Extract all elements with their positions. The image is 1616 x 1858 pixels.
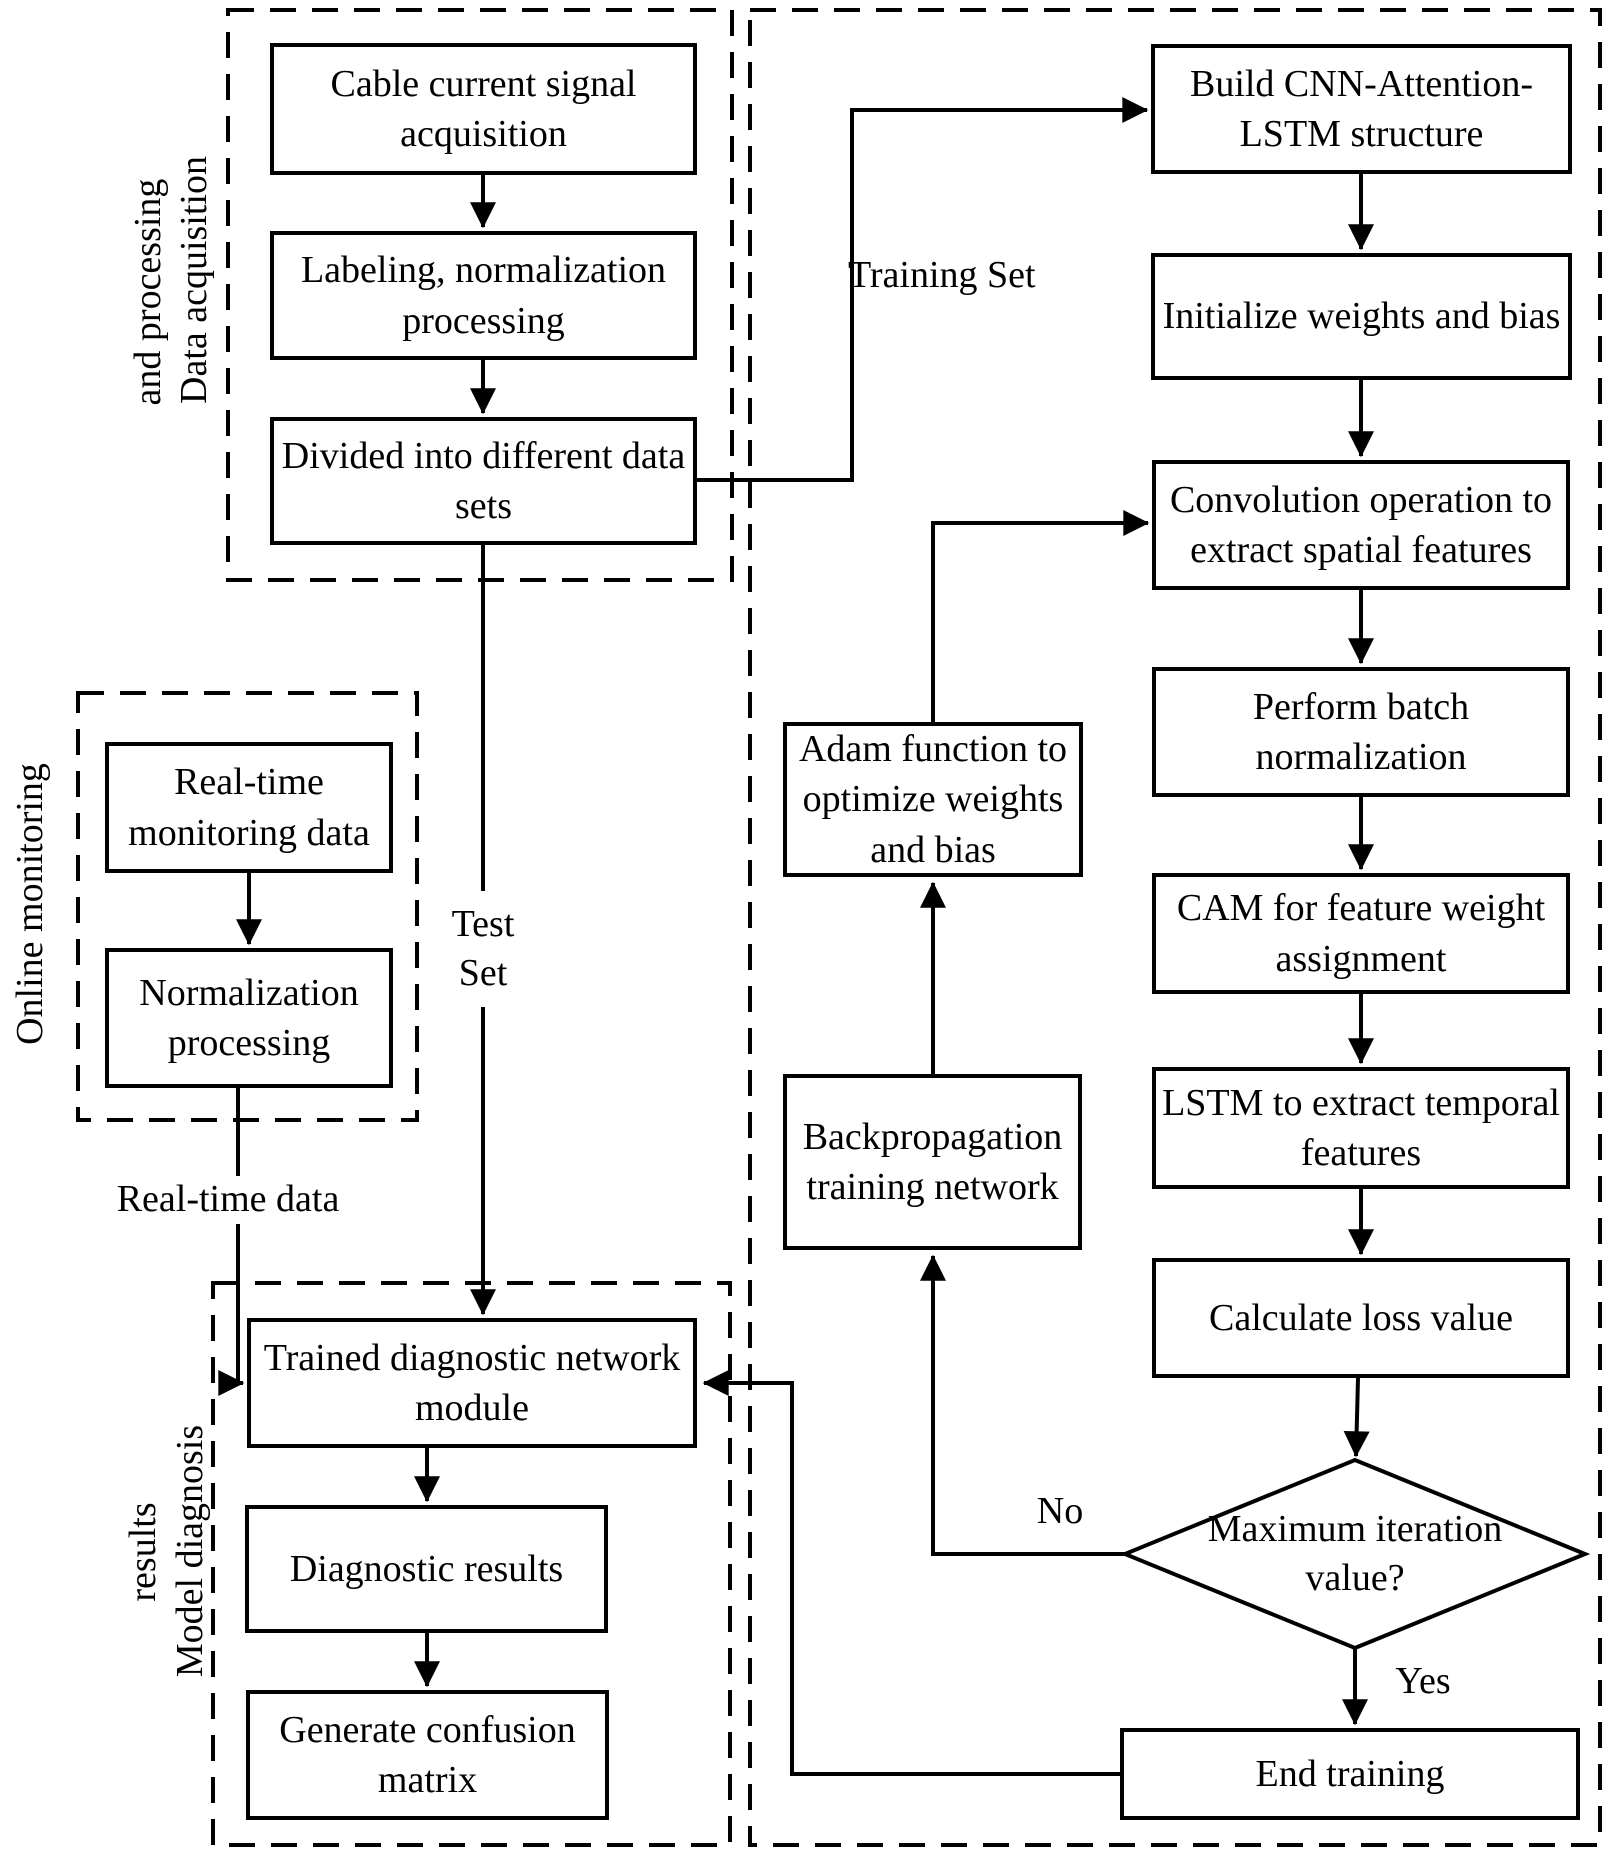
arrow-normalization-to-trained: [218, 1088, 245, 1396]
node-initialize-weights-and-bias: Initialize weights and bias: [1151, 253, 1572, 380]
group-label-model-diagnosis-line1: Model diagnosis: [169, 1424, 211, 1678]
node-lstm-extract-temporal-features: LSTM to extract temporal features: [1152, 1067, 1570, 1189]
arrow-adam-to-convolution: [931, 510, 1150, 722]
edge-label-test-set: Test Set: [437, 891, 529, 1007]
node-divided-into-data-sets: Divided into different data sets: [270, 417, 697, 545]
online-monitoring-group-border: [76, 691, 419, 1122]
node-adam-optimize-weights-bias: Adam function to optimize weights and bi…: [783, 722, 1083, 877]
decision-maximum-iteration-label: Maximum iteration value?: [1207, 1507, 1503, 1599]
arrow-divided-to-build-training-set: [697, 97, 1149, 482]
node-normalization-processing: Normalization processing: [105, 948, 393, 1088]
node-cable-current-signal-acquisition: Cable current signal acquisition: [270, 43, 697, 175]
model-diagnosis-group-border: [211, 1281, 732, 1847]
data-acquisition-group-border: [226, 8, 734, 582]
arrow-decision-no-to-backprop: [920, 1254, 1125, 1556]
node-labeling-normalization-processing: Labeling, normalization processing: [270, 231, 697, 360]
group-label-data-acquisition-line1: Data acquisition: [173, 156, 215, 404]
edge-label-real-time-data: Real-time data: [116, 1176, 340, 1224]
node-build-cnn-attention-lstm-structure: Build CNN-Attention-LSTM structure: [1151, 44, 1572, 174]
node-perform-batch-normalization: Perform batch normalization: [1152, 667, 1570, 797]
edge-label-yes: Yes: [1395, 1660, 1451, 1703]
node-trained-diagnostic-network-module: Trained diagnostic network module: [247, 1318, 697, 1448]
group-label-model-diagnosis-line2: results: [122, 1502, 164, 1602]
node-calculate-loss-value: Calculate loss value: [1152, 1258, 1570, 1378]
training-group-border: [748, 8, 1602, 1847]
group-label-online-monitoring: Online monitoring: [9, 763, 51, 1045]
node-backpropagation-training-network: Backpropagation training network: [783, 1074, 1082, 1250]
edge-label-no: No: [1036, 1490, 1084, 1533]
node-diagnostic-results: Diagnostic results: [245, 1505, 608, 1633]
decision-diamond-shape: [1119, 1457, 1591, 1651]
group-label-data-acquisition-line2: and processing: [127, 178, 169, 406]
node-generate-confusion-matrix: Generate confusion matrix: [246, 1690, 609, 1820]
node-real-time-monitoring-data: Real-time monitoring data: [105, 742, 393, 873]
edge-label-training-set: Training Set: [848, 254, 1036, 297]
node-end-training: End training: [1120, 1728, 1580, 1820]
node-cam-feature-weight-assignment: CAM for feature weight assignment: [1152, 873, 1570, 994]
arrow-end-to-trained-feedback: [702, 1370, 1120, 1776]
node-convolution-extract-spatial-features: Convolution operation to extract spatial…: [1152, 460, 1570, 590]
arrow-loss-to-decision: [1343, 1377, 1370, 1458]
